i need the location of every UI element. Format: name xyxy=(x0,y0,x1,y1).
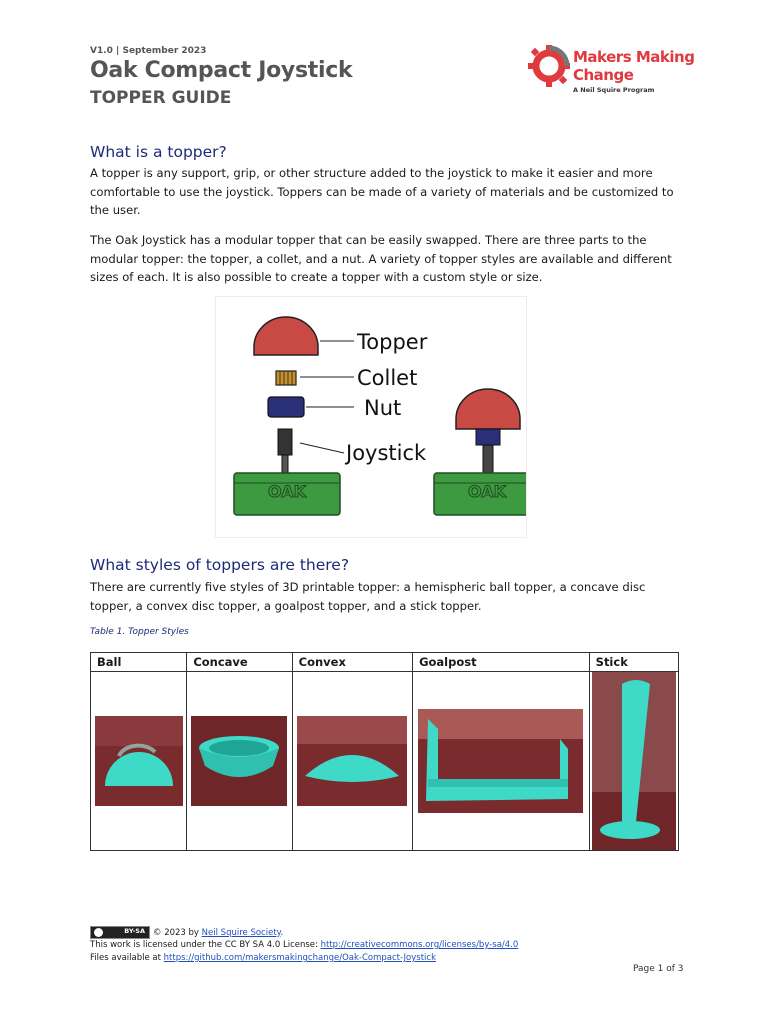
cell-goalpost-photo xyxy=(412,671,590,851)
page-number: Page 1 of 3 xyxy=(633,964,684,974)
stick-topper-photo xyxy=(591,672,676,850)
goalpost-topper-photo xyxy=(418,709,584,813)
column-header-concave: Concave xyxy=(186,652,293,672)
column-header-ball: Ball xyxy=(89,652,188,672)
column-header-stick: Stick xyxy=(588,652,680,672)
neil-squire-link[interactable]: Neil Squire Society xyxy=(201,928,281,938)
document-title: Oak Compact Joystick xyxy=(90,58,353,83)
paragraph-five-styles: There are currently five styles of 3D pr… xyxy=(90,580,646,613)
table-header-row: Ball Concave Convex Goalpost Stick xyxy=(89,652,680,672)
cell-convex-photo xyxy=(291,671,414,851)
label-nut: Nut xyxy=(364,396,401,420)
paragraph-topper-definition: A topper is any support, grip, or other … xyxy=(90,166,674,217)
logo-text-line1: Makers Making xyxy=(573,48,695,66)
column-header-convex: Convex xyxy=(291,652,414,672)
license-link[interactable]: http://creativecommons.org/licenses/by-s… xyxy=(320,940,519,950)
cell-concave-photo xyxy=(186,671,293,851)
base-label-left: OAK xyxy=(268,482,307,501)
concave-topper-photo xyxy=(191,716,288,806)
paragraph-modular-topper: The Oak Joystick has a modular topper th… xyxy=(90,233,672,284)
table-photo-row xyxy=(89,671,680,851)
topper-styles-table: Ball Concave Convex Goalpost Stick xyxy=(89,652,680,851)
convex-topper-photo xyxy=(297,716,408,806)
section-heading-what-is-topper: What is a topper? xyxy=(90,143,227,161)
section-heading-topper-styles: What styles of toppers are there? xyxy=(90,556,350,574)
version-date: V1.0 | September 2023 xyxy=(90,46,207,56)
label-collet: Collet xyxy=(357,366,417,390)
github-link[interactable]: https://github.com/makersmakingchange/Oa… xyxy=(163,953,436,963)
table-caption: Table 1. Topper Styles xyxy=(90,627,189,637)
base-label-right: OAK xyxy=(468,482,507,501)
label-joystick: Joystick xyxy=(344,441,427,465)
footer-license: This work is licensed under the CC BY SA… xyxy=(90,940,519,950)
cell-stick-photo xyxy=(588,671,680,851)
topper-assembly-diagram: Topper Collet Nut Joystick OAK OAK xyxy=(215,296,527,538)
footer-files: Files available at https://github.com/ma… xyxy=(90,953,436,963)
logo-text-line2: Change xyxy=(573,66,634,84)
cell-ball-photo xyxy=(89,671,188,851)
label-topper: Topper xyxy=(356,330,428,354)
column-header-goalpost: Goalpost xyxy=(412,652,590,672)
cc-license-badge: BY-SA xyxy=(90,926,150,939)
footer-copyright: BY-SA© 2023 by Neil Squire Society. xyxy=(90,926,283,939)
makers-making-change-gear-icon xyxy=(528,45,570,87)
logo-tagline: A Neil Squire Program xyxy=(573,86,655,94)
ball-topper-photo xyxy=(94,716,183,806)
document-subtitle: TOPPER GUIDE xyxy=(90,88,232,108)
